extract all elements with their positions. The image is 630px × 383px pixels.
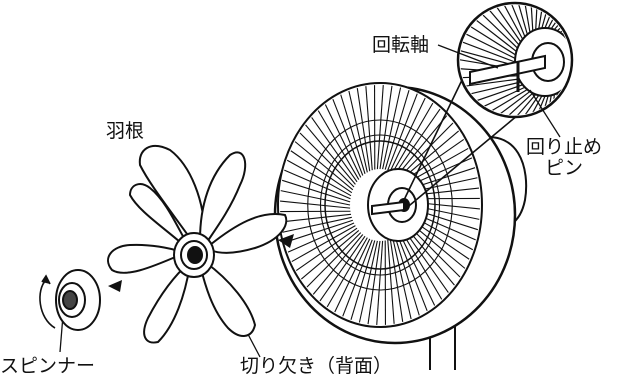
zoom-spoke — [557, 0, 604, 31]
zoom-spoke — [571, 36, 630, 45]
zoom-spoke — [571, 79, 613, 128]
zoom-spoke — [575, 62, 630, 86]
label-stop-pin-line2: ピン — [526, 158, 602, 179]
rotation-arrow — [40, 276, 55, 328]
zoom-spoke — [575, 66, 630, 95]
label-stop-pin: 回り止め ピン — [526, 137, 602, 179]
zoom-spoke — [569, 27, 630, 42]
label-spinner: スピンナー — [0, 356, 95, 377]
zoom-spoke — [575, 58, 630, 75]
zoom-spoke — [574, 69, 630, 104]
zoom-spoke — [574, 73, 626, 113]
label-notch-back: 切り欠き（背面） — [240, 356, 392, 377]
zoom-spoke — [574, 55, 630, 66]
zoom-spoke — [572, 76, 619, 121]
fan-guard — [275, 83, 515, 343]
zoom-spoke — [563, 1, 618, 34]
spinner — [56, 270, 100, 330]
zoom-spoke — [567, 85, 597, 141]
zoom-spoke — [560, 0, 611, 33]
zoom-spoke — [567, 18, 629, 39]
label-stop-pin-line1: 回り止め — [526, 137, 602, 158]
label-rotating-shaft: 回転軸 — [372, 35, 429, 56]
zoom-spoke — [569, 82, 605, 135]
zoom-spoke — [572, 46, 630, 48]
fan-blade — [108, 146, 286, 343]
label-blade: 羽根 — [106, 121, 144, 142]
zoom-spoke — [565, 9, 624, 36]
zoom-spoke — [574, 51, 630, 55]
